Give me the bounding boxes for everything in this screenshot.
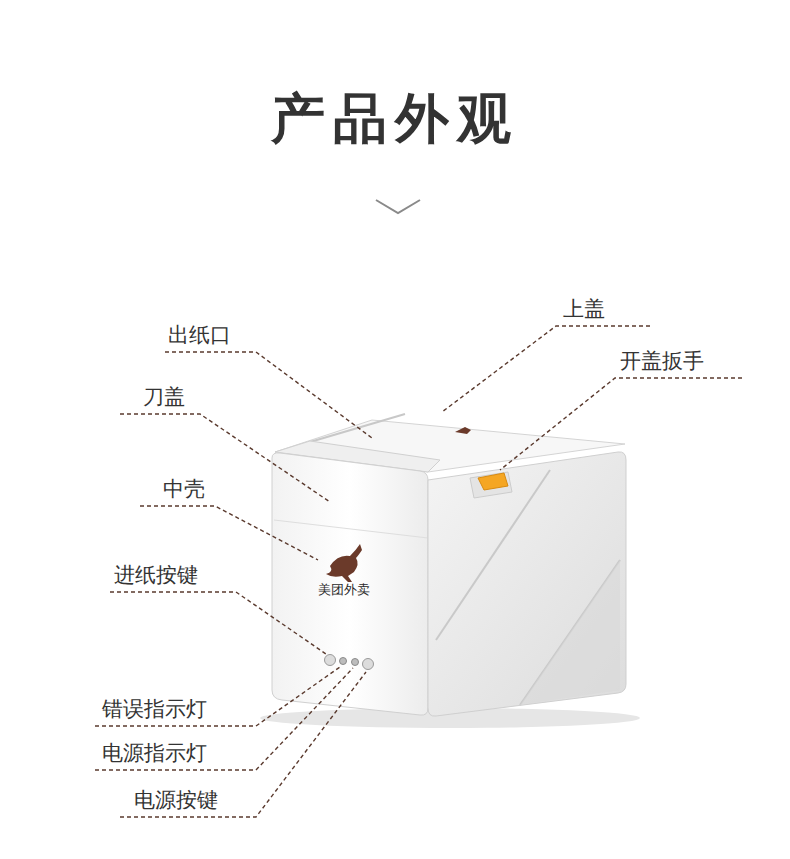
part-label: 进纸按键 bbox=[114, 565, 198, 586]
side-shell bbox=[428, 452, 626, 716]
middle-shell bbox=[272, 453, 428, 715]
leader-line bbox=[500, 378, 742, 470]
part-label: 刀盖 bbox=[143, 387, 185, 408]
leader-line bbox=[95, 668, 353, 770]
page-title: 产品外观 bbox=[271, 92, 519, 146]
part-label: 开盖扳手 bbox=[620, 351, 704, 372]
lever-notch bbox=[470, 472, 512, 498]
part-label: 中壳 bbox=[163, 479, 205, 500]
leader-line bbox=[140, 506, 318, 560]
leader-line bbox=[95, 667, 340, 726]
leader-line bbox=[120, 414, 330, 502]
part-label: 上盖 bbox=[563, 299, 605, 320]
part-label: 出纸口 bbox=[168, 325, 231, 346]
error-led bbox=[340, 658, 347, 665]
feed-button bbox=[325, 655, 336, 666]
part-label: 电源指示灯 bbox=[102, 743, 207, 764]
shell-seam bbox=[274, 520, 428, 538]
side-panel bbox=[520, 560, 620, 705]
part-label: 错误指示灯 bbox=[102, 699, 207, 720]
leader-line bbox=[110, 592, 326, 654]
power-button bbox=[363, 659, 374, 670]
chevron bbox=[376, 200, 420, 213]
logo-mark bbox=[326, 544, 362, 582]
open-lever bbox=[478, 473, 508, 490]
leader-line bbox=[165, 352, 372, 438]
part-label: 电源按键 bbox=[134, 790, 218, 811]
leader-line bbox=[442, 326, 650, 412]
logo-text: 美团外卖 bbox=[318, 583, 370, 596]
leader-lines bbox=[95, 326, 742, 817]
side-stripe bbox=[520, 560, 620, 705]
top-logo bbox=[455, 427, 471, 434]
side-stripe bbox=[436, 470, 550, 640]
power-led bbox=[352, 659, 359, 666]
